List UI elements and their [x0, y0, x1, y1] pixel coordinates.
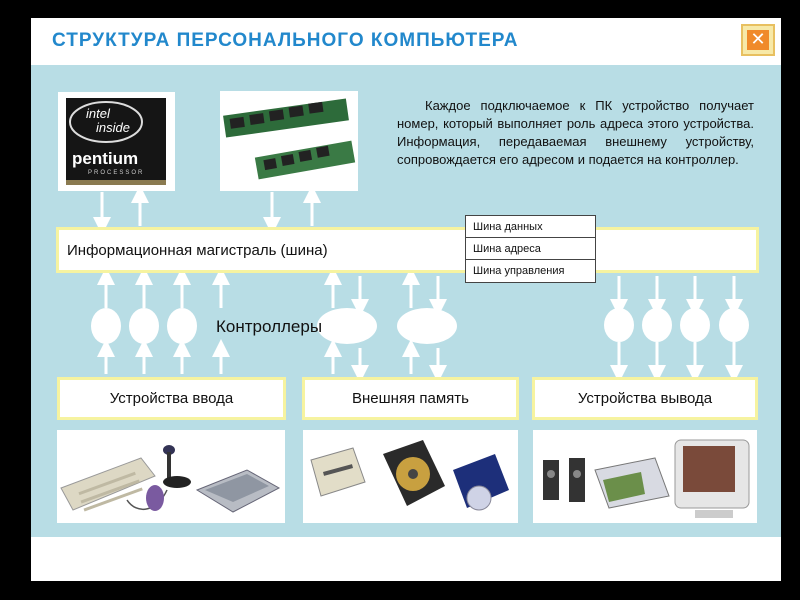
- bus-type-data: Шина данных: [466, 216, 595, 238]
- controller-oval: [167, 308, 197, 344]
- controller-oval: [719, 308, 749, 342]
- external-memory-image: [303, 430, 518, 523]
- controller-oval: [317, 308, 377, 344]
- input-devices-box: Устройства ввода: [57, 377, 286, 420]
- external-memory-box: Внешняя память: [302, 377, 519, 420]
- controller-oval: [91, 308, 121, 344]
- controller-oval: [397, 308, 457, 344]
- information-bus: Информационная магистраль (шина): [56, 227, 759, 273]
- controller-oval: [129, 308, 159, 344]
- controllers-label: Контроллеры: [216, 317, 322, 337]
- controller-oval: [680, 308, 710, 342]
- output-devices-image: [533, 430, 757, 523]
- input-devices-image: [57, 430, 285, 523]
- bus-types-table: Шина данных Шина адреса Шина управления: [465, 215, 596, 283]
- controller-oval: [604, 308, 634, 342]
- bus-label: Информационная магистраль (шина): [67, 242, 328, 259]
- controller-oval: [642, 308, 672, 342]
- output-devices-box: Устройства вывода: [532, 377, 758, 420]
- bus-type-address: Шина адреса: [466, 238, 595, 260]
- bus-type-control: Шина управления: [466, 260, 595, 282]
